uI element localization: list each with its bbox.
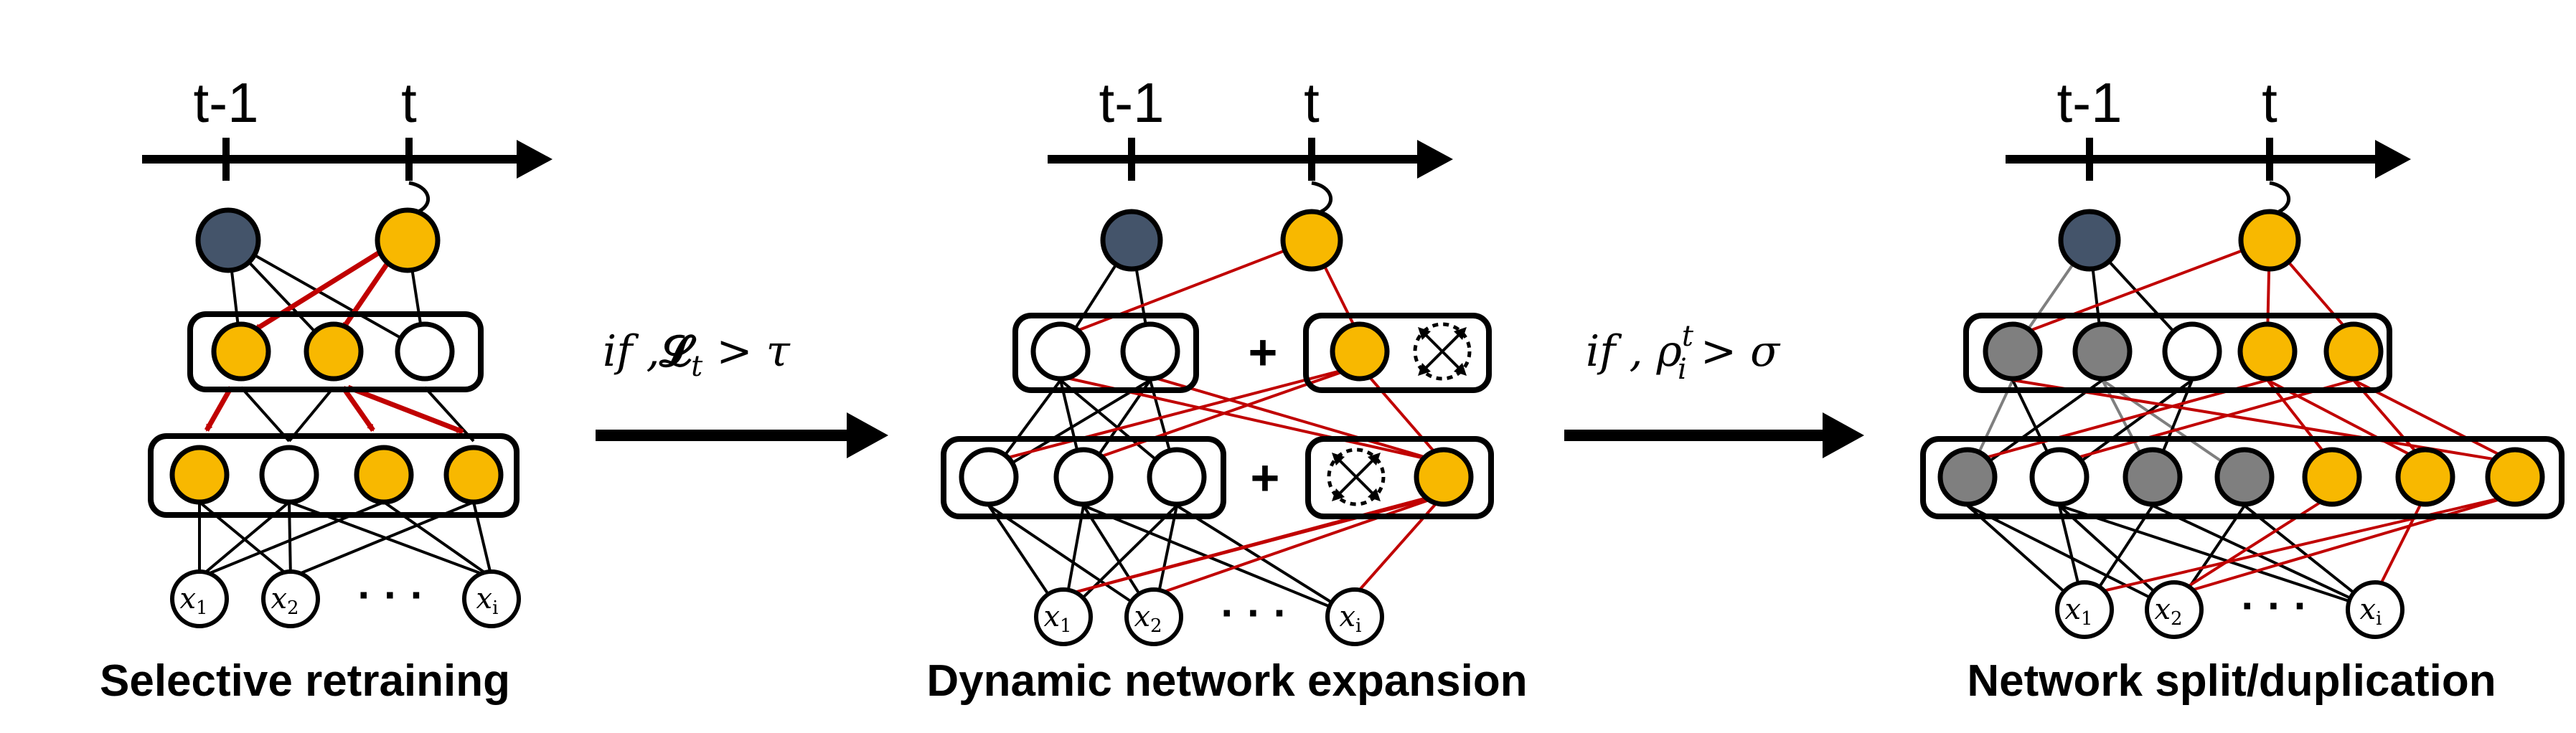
timeline-3: t-1 t [2006, 71, 2411, 214]
input-layer-1: x1 x2 xi · · · [170, 569, 521, 628]
expansion-box-2 [1303, 313, 1492, 393]
svg-text:x2: x2 [1134, 600, 1162, 637]
edges-black-1 [198, 239, 493, 579]
timeline-2: t-1 t [1048, 71, 1453, 214]
hidden1-node [354, 445, 414, 505]
hidden2-node [211, 321, 271, 382]
hidden2-node [395, 321, 455, 382]
svg-text:x1: x1 [1043, 600, 1071, 637]
hidden1-node [443, 445, 504, 505]
pruned-node-icon-bottom [1327, 448, 1386, 506]
svg-text:· · ·: · · · [1221, 589, 1287, 637]
output-node-prev [195, 207, 261, 273]
expansion-box-1 [1305, 436, 1494, 519]
svg-text:t-1: t-1 [1099, 71, 1164, 134]
svg-text:t-1: t-1 [2056, 71, 2122, 134]
svg-text:xi: xi [2360, 593, 2382, 630]
timeline-prev-label: t-1 [193, 71, 258, 134]
layer-box-1-panel1 [148, 433, 520, 518]
condition-expansion: if ,𝓛t > τ [603, 326, 791, 383]
layer-box-2-panel3 [1963, 313, 2392, 393]
edges-red-2 [988, 239, 1445, 597]
input-ellipsis: · · · [357, 571, 424, 619]
input-layer-2: x1 x2 xi · · · [1034, 587, 1384, 646]
edges-red-3 [1967, 239, 2516, 597]
panel-network-split: t-1 t [1920, 71, 2565, 706]
svg-text:x1: x1 [179, 582, 207, 619]
edges-black-2 [987, 239, 1356, 618]
svg-text:x2: x2 [271, 582, 299, 619]
svg-text:xi: xi [476, 582, 499, 619]
timeline-1: t-1 t [142, 71, 553, 214]
panel-dynamic-expansion: t-1 t [926, 71, 1527, 706]
timeline-curr-label: t [401, 71, 417, 134]
layer-box-1-panel2 [941, 436, 1226, 519]
panel-caption: Network split/duplication [1967, 656, 2496, 706]
svg-text:x1: x1 [2064, 593, 2092, 630]
svg-text:t: t [2262, 71, 2277, 134]
transition-arrow-1: if ,𝓛t > τ [596, 326, 888, 458]
plus-sign-bottom: + [1251, 450, 1280, 506]
hidden2-node [304, 321, 364, 382]
pruned-node-icon-top [1413, 322, 1472, 381]
panel-selective-retraining: t-1 t [100, 71, 553, 706]
layer-box-2-panel2 [1012, 313, 1199, 393]
svg-text:xi: xi [1340, 600, 1362, 637]
layer-box-2-panel1 [187, 311, 484, 392]
svg-text:x2: x2 [2154, 593, 2182, 630]
layer-box-1-panel3 [1920, 436, 2565, 519]
svg-text:t: t [1304, 71, 1320, 134]
input-layer-3: x1 x2 xi · · · [2055, 580, 2405, 639]
plus-sign-top: + [1249, 324, 1278, 380]
svg-text:· · ·: · · · [2241, 582, 2308, 630]
hidden1-node [169, 445, 230, 505]
hidden1-node [259, 445, 319, 505]
panel-caption: Selective retraining [100, 656, 510, 706]
panel-caption: Dynamic network expansion [926, 656, 1527, 706]
output-node-curr [375, 207, 441, 273]
